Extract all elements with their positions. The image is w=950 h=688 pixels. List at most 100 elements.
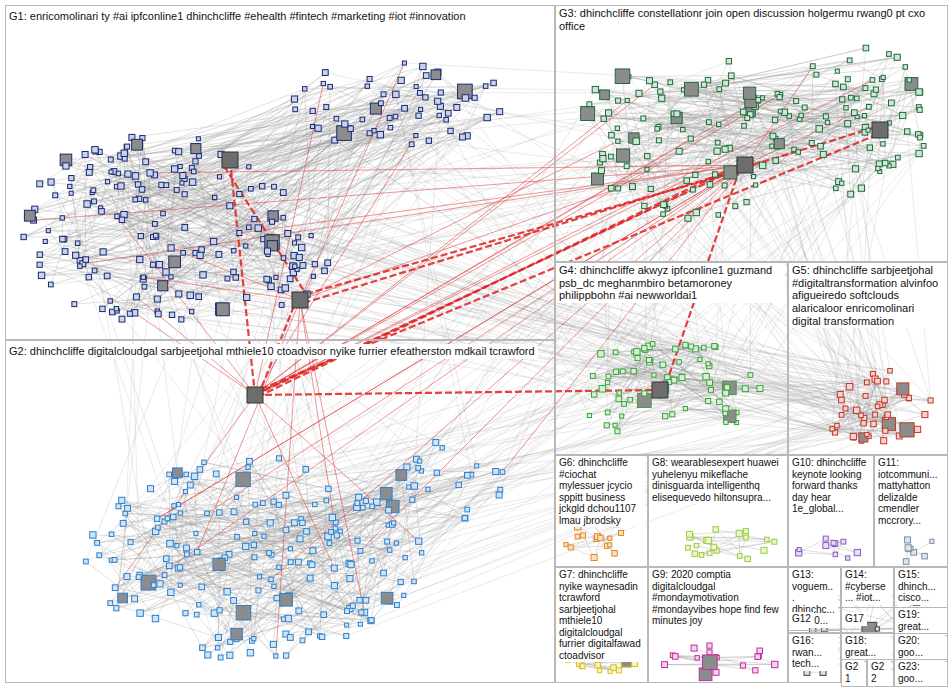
vertex	[249, 187, 254, 192]
vertex	[213, 195, 217, 199]
vertex-link	[323, 84, 395, 117]
vertex	[454, 104, 460, 110]
vertex	[348, 126, 353, 131]
vertex-link	[370, 79, 686, 345]
vertex	[231, 269, 236, 274]
vertex-link	[629, 75, 816, 77]
vertex	[419, 107, 423, 111]
vertex	[444, 117, 449, 122]
vertex	[53, 193, 58, 198]
vertex-link	[93, 535, 156, 619]
heavy-link	[83, 165, 745, 264]
vertex	[380, 488, 392, 500]
vertex	[281, 215, 286, 220]
vertex-link	[675, 656, 705, 663]
vertex-link	[751, 60, 850, 101]
vertex	[133, 197, 138, 202]
vertex	[127, 311, 132, 316]
vertex-link	[709, 122, 878, 381]
vertex-link	[102, 94, 395, 308]
vertex-link	[657, 116, 864, 129]
vertex	[282, 285, 288, 291]
vertex-link	[180, 354, 601, 568]
vertex	[393, 91, 399, 97]
heavy-link	[271, 165, 745, 579]
vertex	[224, 589, 230, 595]
vertex	[132, 173, 138, 179]
vertex	[264, 248, 270, 254]
vertex	[365, 84, 369, 88]
vertex	[285, 231, 291, 237]
vertex	[86, 274, 91, 279]
vertex-link	[237, 461, 420, 634]
vertex	[176, 149, 182, 155]
vertex	[472, 95, 477, 100]
vertex	[233, 275, 238, 280]
vertex-link	[571, 538, 610, 547]
vertex	[342, 121, 348, 127]
heavy-link	[115, 395, 255, 588]
vertex	[379, 101, 384, 106]
vertex	[247, 165, 251, 169]
vertex-link	[112, 534, 237, 634]
vertex	[462, 95, 468, 101]
vertex-link	[289, 383, 710, 596]
vertex-link	[171, 98, 466, 277]
vertex	[388, 125, 393, 130]
vertex	[60, 216, 64, 220]
heavy-link	[117, 216, 255, 395]
vertex	[148, 486, 154, 492]
vertex	[138, 233, 143, 238]
vertex-link	[905, 67, 920, 138]
vertex	[303, 87, 307, 91]
vertex-link	[165, 185, 725, 575]
vertex	[360, 117, 365, 122]
vertex-link	[323, 84, 736, 413]
vertex	[122, 156, 127, 161]
heavy-link	[197, 300, 300, 552]
vertex	[48, 179, 54, 185]
vertex	[137, 256, 143, 262]
vertex	[21, 234, 26, 239]
vertex-link	[97, 543, 134, 599]
vertex-link	[396, 94, 472, 474]
vertex-link	[702, 542, 775, 555]
vertex-link	[80, 260, 594, 394]
heavy-link	[34, 165, 745, 220]
vertex-link	[170, 544, 234, 601]
heavy-link	[239, 165, 745, 233]
vertex-link	[592, 523, 614, 553]
vertex-link	[691, 48, 866, 89]
vertex-link	[254, 381, 878, 545]
vertex-link	[609, 57, 898, 113]
vertex	[125, 171, 131, 177]
vertex-link	[303, 90, 684, 641]
vertex	[190, 309, 194, 313]
vertex	[417, 90, 422, 95]
vertex	[108, 157, 113, 162]
vertex	[196, 294, 202, 300]
vertex	[398, 77, 404, 83]
vertex	[437, 113, 441, 117]
vertex	[460, 134, 466, 140]
vertex	[158, 281, 168, 291]
vertex-link	[309, 600, 366, 631]
vertex-link	[62, 185, 161, 218]
vertex-link	[325, 73, 744, 168]
vertex-link	[221, 561, 353, 606]
vertex	[279, 303, 284, 308]
vertex	[426, 138, 431, 143]
vertex	[83, 257, 89, 263]
vertex	[270, 219, 275, 224]
vertex	[255, 225, 261, 231]
vertex	[312, 262, 317, 267]
vertex-link	[669, 382, 835, 433]
vertex	[200, 645, 206, 651]
vertex-link	[24, 201, 94, 237]
heavy-link	[148, 165, 745, 583]
vertex-link	[290, 57, 897, 278]
vertex-link	[154, 266, 293, 585]
vertex	[155, 311, 161, 317]
vertex	[179, 317, 184, 322]
vertex-link	[97, 416, 730, 543]
